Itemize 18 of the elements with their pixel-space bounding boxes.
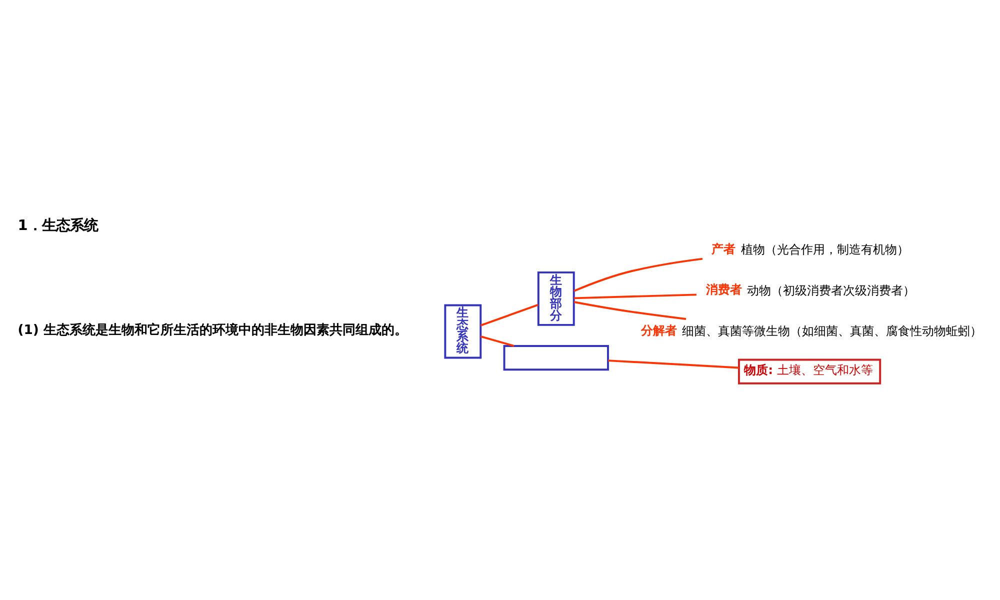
node-text: 分解者 <box>640 323 677 338</box>
node-label: 动物（初级消费者次级消费者） <box>747 283 916 298</box>
node-text: 消费者 <box>706 282 742 297</box>
label: (1) 生态系统是生物和它所生活的环境中的非生物因素共同组成的。 <box>18 323 408 338</box>
connector <box>608 360 739 369</box>
connector <box>574 294 696 300</box>
node-box: 生态系统 <box>444 304 482 359</box>
connector <box>480 335 514 347</box>
connector <box>480 304 539 326</box>
node-box: 生物部分 <box>537 271 575 326</box>
node-label: 细菌、真菌等微生物（如细菌、真菌、腐食性动物蚯蚓） <box>682 324 982 338</box>
diagram-title: 1．生态系统 <box>18 218 98 234</box>
node-label: 植物（光合作用，制造有机物） <box>741 242 910 257</box>
connector <box>574 301 686 320</box>
connector <box>574 258 703 292</box>
node-box <box>503 344 609 371</box>
node-box: 物质: 土壤、空气和水等 <box>738 358 882 384</box>
node-text: 产者 <box>712 242 736 256</box>
